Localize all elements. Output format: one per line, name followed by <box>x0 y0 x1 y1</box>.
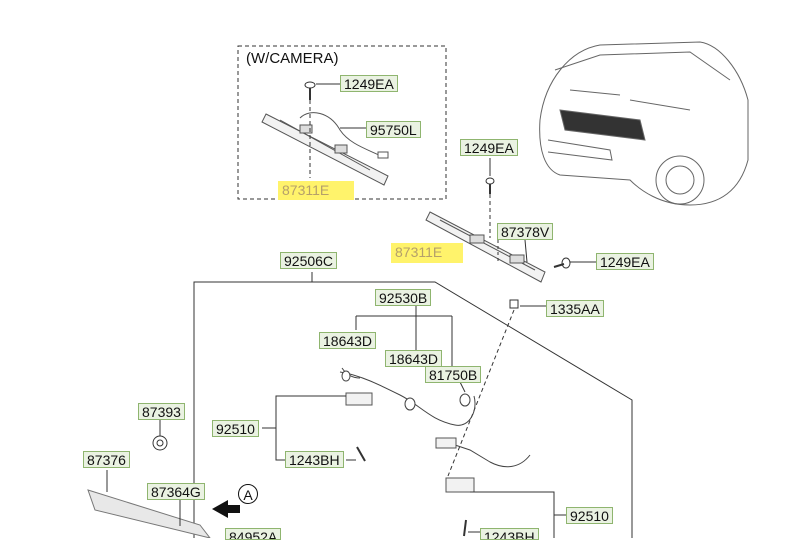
assembly-outline <box>193 272 633 538</box>
label-87393: 87393 <box>138 403 185 420</box>
bulb-harness <box>339 367 531 468</box>
inset-title: (W/CAMERA) <box>246 50 339 67</box>
label-left-92510: 92510 <box>212 420 259 437</box>
lamp-92510-right <box>435 437 475 493</box>
label-87364G: 87364G <box>147 483 205 500</box>
label-18643D-a: 18643D <box>319 332 377 349</box>
label-87378V: 87378V <box>497 223 554 240</box>
label-inset-1249EA: 1249EA <box>340 75 398 92</box>
label-mid-1249EA: 1249EA <box>460 139 518 156</box>
right-bolt <box>553 257 571 269</box>
label-left-1243BH: 1243BH <box>285 451 344 468</box>
label-right-1243BH: 1243BH <box>480 528 539 540</box>
view-a-callout: A <box>238 484 258 504</box>
label-lamp-87311E: 87311E <box>391 243 463 263</box>
mid-bolt <box>485 158 495 194</box>
label-inset-95750L: 95750L <box>366 121 421 138</box>
car-rear-sketch <box>539 41 749 206</box>
screw-right <box>463 519 467 537</box>
inset-bolt <box>304 81 316 100</box>
label-right-92510: 92510 <box>566 507 613 524</box>
label-92506C: 92506C <box>280 252 338 269</box>
label-92530B: 92530B <box>375 289 432 306</box>
label-84952A: 84952A <box>225 528 282 540</box>
label-inset-87311E: 87311E <box>278 181 354 200</box>
label-right-1249EA: 1249EA <box>596 253 654 270</box>
lamp-92510-left <box>345 392 373 406</box>
license-lamp-bar <box>425 211 546 283</box>
view-arrow <box>212 500 240 518</box>
label-81750B: 81750B <box>425 366 482 383</box>
inset-camera-harness <box>299 112 389 159</box>
grommet-87393 <box>152 435 168 451</box>
screw-left <box>356 446 366 462</box>
clip-1335AA <box>509 299 519 309</box>
inset-lamp-bar <box>261 113 389 186</box>
label-1335AA: 1335AA <box>546 300 604 317</box>
bracket-92530B <box>355 306 453 366</box>
label-87376: 87376 <box>83 451 130 468</box>
label-18643D-b: 18643D <box>385 350 443 367</box>
